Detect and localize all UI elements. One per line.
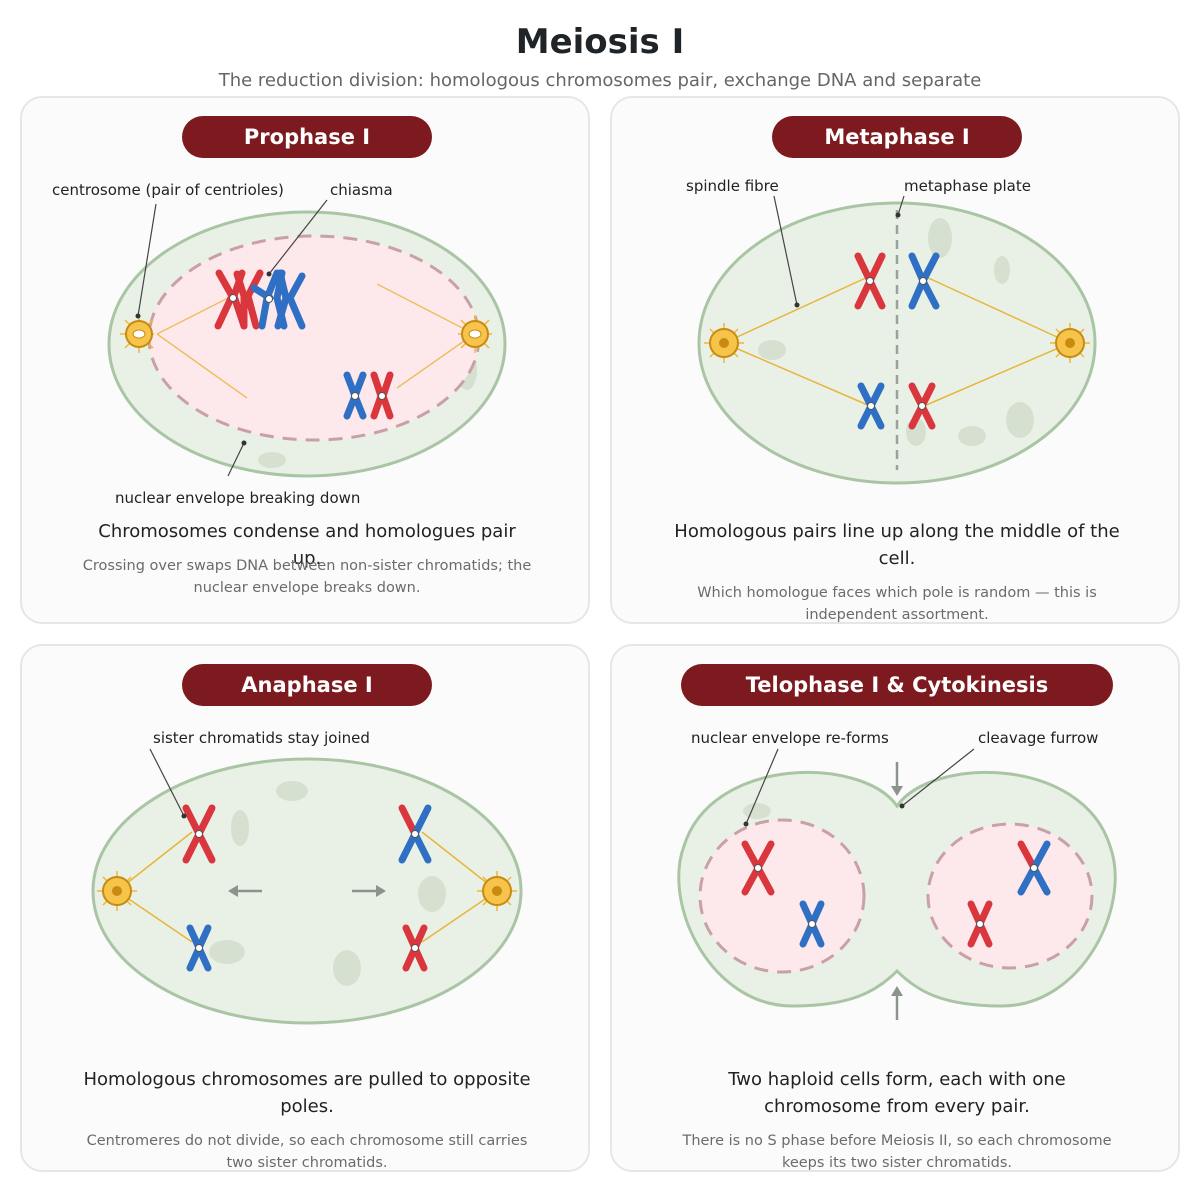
label-nuclear-envelope: nuclear envelope re-forms [691, 729, 889, 747]
organelle [333, 950, 361, 986]
chromosome-right-lower [967, 900, 993, 948]
panel-metaphase-i: Metaphase I [610, 96, 1180, 624]
chromosome-right-lower [402, 924, 428, 972]
centromere [411, 944, 419, 952]
centromere [918, 402, 926, 410]
centrosome-right [477, 871, 517, 911]
stage-note: Centromeres do not divide, so each chrom… [86, 1133, 528, 1171]
stage-note: Crossing over swaps DNA between non-sist… [82, 558, 532, 596]
stage-heading: Metaphase I [772, 116, 1022, 158]
centromere [195, 830, 203, 838]
centrosome-left [97, 871, 137, 911]
centromere [265, 295, 273, 303]
leader-dot [266, 271, 272, 277]
organelle [209, 940, 245, 964]
panel-telophase-i: Telophase I & Cytokinesis [610, 644, 1180, 1172]
nucleus-right [926, 822, 1094, 970]
leader-dot [895, 212, 901, 218]
telophase-diagram: nuclear envelope re-forms cleavage furro… [677, 729, 1117, 1020]
chromosome-pair [343, 371, 394, 420]
nucleus [149, 236, 479, 440]
chromosome-pair-crossing-over [214, 269, 306, 330]
spindle-fibres [116, 831, 498, 943]
centromere [808, 920, 816, 928]
chromosome-left-upper [182, 804, 216, 864]
chromosome-right-upper [1017, 840, 1051, 896]
stage-note: Which homologue faces which pole is rand… [697, 585, 1097, 623]
metaphase-diagram: spindle fibre metaphase plate [686, 177, 1097, 485]
leader-dot [181, 813, 187, 819]
chromosome-left-lower [799, 900, 825, 948]
arrow-down-icon [891, 762, 903, 796]
label-nuclear-envelope: nuclear envelope breaking down [115, 489, 360, 507]
organelle [743, 803, 771, 819]
leader-line [149, 748, 185, 817]
leader-lines [745, 748, 975, 825]
label-chiasma: chiasma [330, 181, 393, 199]
stage-summary: Homologous pairs line up along the middl… [674, 521, 1120, 569]
centromere [1030, 864, 1038, 872]
organelle [418, 876, 446, 912]
stage-summary: Homologous chromosomes are pulled to opp… [83, 1069, 531, 1117]
organelle [276, 781, 308, 801]
stage-heading: Prophase I [182, 116, 432, 158]
centromere [411, 830, 419, 838]
centrosome-right [458, 315, 492, 353]
centrosome-left [120, 315, 154, 353]
organelle [231, 810, 249, 846]
prophase-diagram: centrosome (pair of centrioles) chiasma … [52, 181, 507, 507]
stage-summary: Two haploid cells form, each with one ch… [728, 1069, 1066, 1117]
anaphase-diagram: sister chromatids stay joined [91, 729, 523, 1025]
leader-lines [773, 195, 905, 306]
label-centrosome: centrosome (pair of centrioles) [52, 181, 284, 199]
chromosome-pair-lower [857, 382, 936, 430]
leader-dot [135, 313, 141, 319]
chromosome-right-upper [398, 804, 432, 864]
stage-summary: Chromosomes condense and homologues pair… [98, 521, 516, 569]
chromosome-pair-upper [854, 252, 940, 310]
organelle [1006, 402, 1034, 438]
leader-dot [743, 821, 749, 827]
spindle-fibres [723, 275, 1071, 407]
centromere [195, 944, 203, 952]
arrow-right-icon [352, 885, 386, 897]
centrosome-left [704, 323, 744, 363]
page-title: Meiosis I [515, 22, 685, 62]
panel-prophase-i: Prophase I [20, 96, 590, 624]
stage-note: There is no S phase before Meiosis II, s… [682, 1133, 1112, 1171]
spindle-fibres [156, 283, 475, 399]
label-cleavage-furrow: cleavage furrow [978, 729, 1098, 747]
centromere [378, 392, 386, 400]
centromere [866, 277, 874, 285]
leader-dot [794, 302, 800, 308]
centromere [754, 864, 762, 872]
leader-dot [899, 803, 905, 809]
leader-dot [241, 440, 247, 446]
chromosome-left-upper [741, 840, 775, 896]
centromere [976, 920, 984, 928]
label-sister-chromatids: sister chromatids stay joined [153, 729, 370, 747]
panel-anaphase-i: Anaphase I [20, 644, 590, 1172]
arrow-left-icon [228, 885, 262, 897]
label-spindle-fibre: spindle fibre [686, 177, 779, 195]
centromere [919, 277, 927, 285]
stage-heading: Telophase I & Cytokinesis [681, 664, 1113, 706]
label-metaphase-plate: metaphase plate [904, 177, 1031, 195]
centromere [867, 402, 875, 410]
stage-heading: Anaphase I [182, 664, 432, 706]
cell [91, 757, 523, 1025]
page-subtitle: The reduction division: homologous chrom… [218, 70, 982, 91]
organelle [258, 452, 286, 468]
centromere [229, 294, 237, 302]
chromosome-left-lower [186, 924, 212, 972]
organelle [758, 340, 786, 360]
nucleus-left [698, 818, 866, 974]
arrow-up-icon [891, 986, 903, 1020]
leader-lines [137, 199, 328, 477]
centrosome-right [1050, 323, 1090, 363]
organelle [994, 256, 1010, 284]
organelle [958, 426, 986, 446]
centromere [351, 392, 359, 400]
organelle [928, 218, 952, 258]
